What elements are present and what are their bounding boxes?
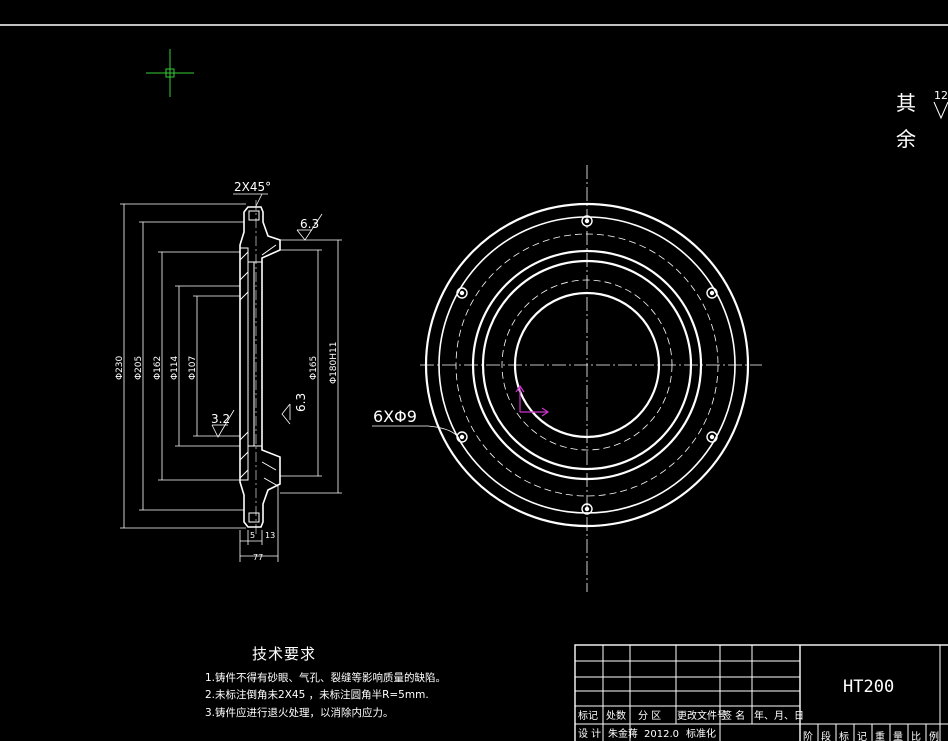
dim-13: 13 [265,531,275,540]
material-label: HT200 [843,677,894,697]
surface-note-char-1: 其 [896,91,916,115]
tb-designer-name: 朱金蒋 [608,727,638,740]
tb-date: 2012.0 [644,729,679,740]
chamfer-label: 2X45° [234,180,271,194]
dim-165: Φ165 [309,356,319,380]
tb-header-4: 更改文件号 [677,709,727,722]
section-view [239,200,281,534]
tb-header-6: 年、月、日 [754,709,804,722]
tb-header-3: 分 区 [638,710,661,722]
tb-bottom-6: 量 [893,731,903,741]
tb-bottom-2: 段 [821,730,831,741]
dim-180: Φ180H11 [329,342,339,384]
tb-bottom-3: 标 [839,731,849,741]
note-item-2: 2.未标注倒角未2X45 ，未标注圆角半R=5mm. [205,689,429,701]
dim-77: 77 [253,553,263,562]
tb-bottom-5: 重 [875,730,885,741]
dim-107: Φ107 [188,356,198,380]
dim-114: Φ114 [170,355,180,380]
roughness-label-right: 6.3 [300,217,319,231]
dim-230: Φ230 [115,355,125,380]
tb-header-2: 处数 [606,709,626,722]
dimension-lines [120,193,342,562]
surface-value: 12 [934,89,948,102]
title-block [574,644,948,741]
note-item-3: 3.铸件应进行退火处理，以消除内应力。 [205,707,394,719]
dim-162: Φ162 [153,356,163,380]
roughness-symbol-icon [933,101,948,120]
tb-bottom-7: 比 [911,731,921,741]
tb-bottom-8: 例 [929,730,939,741]
ucs-icon [515,384,550,417]
tb-header-1: 标记 [578,710,598,722]
holes-label: 6XΦ9 [373,407,417,426]
holes-leader [372,425,458,437]
surface-note-char-2: 余 [896,127,916,151]
tb-bottom-1: 阶 [803,730,813,741]
tb-bottom-4: 记 [857,731,867,741]
tb-standard: 标准化 [686,727,716,740]
note-item-1: 1.铸件不得有砂眼、气孔、裂缝等影响质量的缺陷。 [205,672,447,684]
tb-designer-label: 设 计 [578,727,601,740]
roughness-label-left: 3.2 [211,412,230,426]
dim-205: Φ205 [134,356,144,380]
crosshair-cursor-icon [146,49,194,97]
bolt-holes [456,215,718,515]
front-view [420,165,762,592]
notes-title: 技术要求 [252,645,317,663]
dim-5: 5 [250,531,255,540]
roughness-label-bottom: 6.3 [294,393,308,412]
tb-header-5: 签 名 [722,709,745,722]
